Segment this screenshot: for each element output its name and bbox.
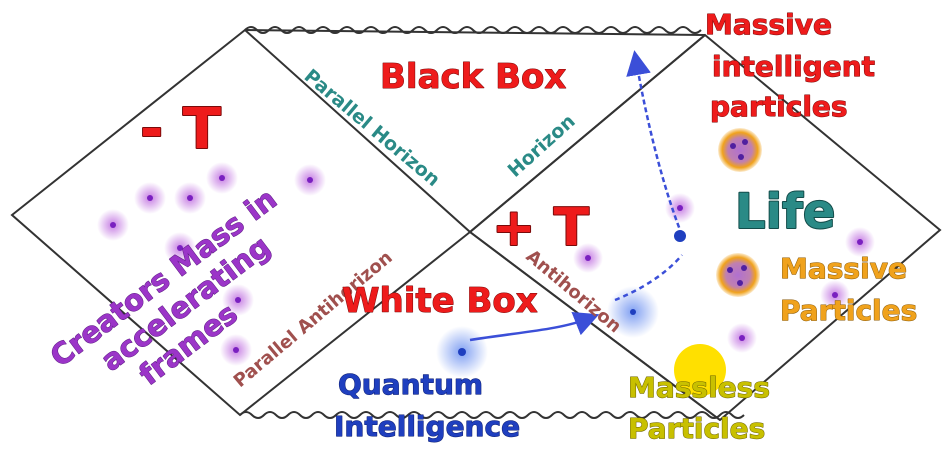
massive-intelligent-cluster (718, 128, 762, 172)
plus-t-label: + T (492, 198, 590, 258)
quantum-line-2: Intelligence (334, 410, 520, 443)
top-singularity-wavy (244, 26, 702, 34)
quantum-line-1: Quantum (338, 368, 483, 401)
lower-trajectory (614, 254, 683, 302)
black-box-label: Black Box (380, 57, 566, 97)
life-label: Life (735, 184, 835, 240)
worldline-trajectories (469, 50, 686, 342)
massless-particle (674, 344, 726, 396)
horizon-diagonal (469, 34, 706, 233)
massive-particles-line-2: Particles (780, 294, 917, 327)
massive-intelligent-line-1: Massive (705, 8, 832, 41)
bottom-singularity-wavy (239, 411, 745, 419)
massless-line-1: Massless (628, 371, 770, 404)
creator-particles (97, 162, 326, 366)
white-box-label: White Box (342, 281, 538, 321)
massive-intelligent-line-3: particles (710, 90, 848, 123)
massive-particle-cluster (716, 253, 760, 297)
quantum-trajectory (469, 311, 600, 342)
creators-mass-label: Creators Mass in accelerating frames (43, 181, 283, 392)
upward-trajectory (626, 50, 684, 236)
minus-t-label: - T (140, 97, 221, 162)
massive-intelligent-line-2: intelligent (712, 50, 875, 83)
massive-particles-line-1: Massive (780, 252, 907, 285)
massless-line-2: Particles (628, 412, 765, 445)
